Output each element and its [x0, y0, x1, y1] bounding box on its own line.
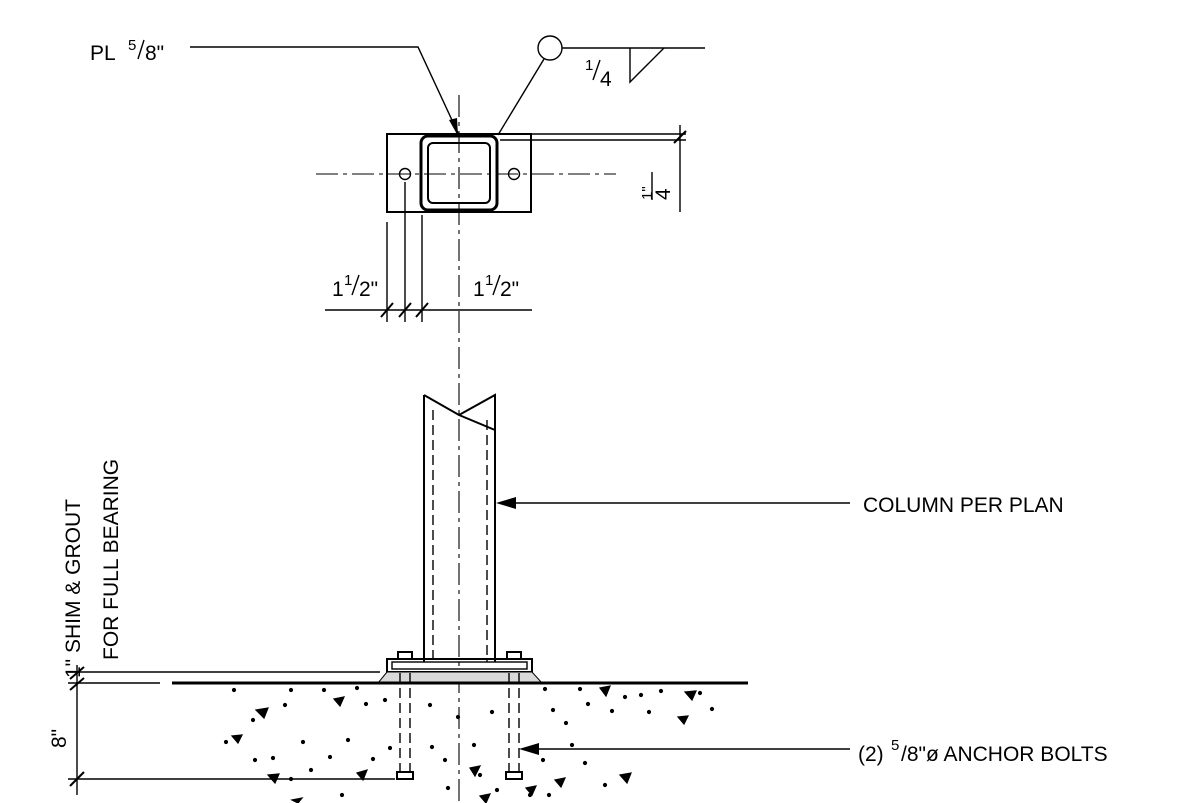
anchor-bolt-left-head [396, 771, 414, 780]
weld-all-around-icon [537, 35, 563, 61]
elevation-view: COLUMN PER PLAN (2) 5 /8"ø ANCHOR BOLTS … [48, 393, 1108, 803]
plate-fraction-num: 5 [128, 37, 136, 54]
base-plate-inner [391, 661, 528, 670]
dim-left-whole: 1 [332, 278, 344, 301]
embed-dim-label: 8" [48, 729, 71, 748]
concrete-hatch [223, 685, 715, 803]
column-leader-arrow [496, 497, 516, 509]
dim-left-bar [351, 274, 360, 296]
dim-right-num: 1 [485, 272, 493, 289]
dim-right-den: 2" [500, 278, 519, 301]
nut-right [506, 651, 522, 660]
dim-left-num: 1 [344, 272, 352, 289]
column-note: COLUMN PER PLAN [863, 494, 1064, 517]
dim-right-whole: 1 [473, 278, 485, 301]
plate-fraction-bar [137, 39, 145, 60]
plate-leader-arrow [449, 118, 458, 136]
shim-note-line2: FOR FULL BEARING [100, 459, 123, 660]
plate-leader-line [190, 46, 459, 134]
weld-fraction-num: 1 [585, 57, 593, 74]
anchor-rest: /8"ø ANCHOR BOLTS [901, 743, 1108, 766]
weld-arrow-line [497, 58, 545, 136]
shim-note-line1: 1" SHIM & GROUT [62, 499, 85, 678]
embed-dim-tick [69, 771, 85, 787]
anchor-num: 5 [891, 737, 899, 754]
grout-pad [376, 671, 544, 684]
nut-left [397, 651, 413, 660]
anchor-bolt-right-head [505, 771, 523, 780]
dim-tick-2 [398, 302, 412, 318]
dim-right-bar [492, 274, 501, 296]
dim-tick-1 [380, 302, 394, 318]
anchor-prefix: (2) [858, 743, 884, 766]
anchor-leader-arrow [519, 743, 539, 755]
fillet-weld-icon [629, 47, 665, 84]
dim-left-den: 2" [359, 278, 378, 301]
column-break-line [423, 393, 496, 432]
plate-fraction-den: 8" [145, 42, 164, 65]
edge-dim-den: 4 [652, 188, 675, 200]
weld-fraction-den: 4 [600, 68, 612, 91]
dim-tick-3 [415, 302, 429, 318]
weld-fraction-bar [592, 59, 601, 81]
plate-symbol-label: PL [90, 42, 116, 65]
plan-view: PL 5 8" 1 4 1" 4 1 1 2" 1 1 [90, 35, 705, 322]
edge-dim-tick [673, 130, 687, 144]
